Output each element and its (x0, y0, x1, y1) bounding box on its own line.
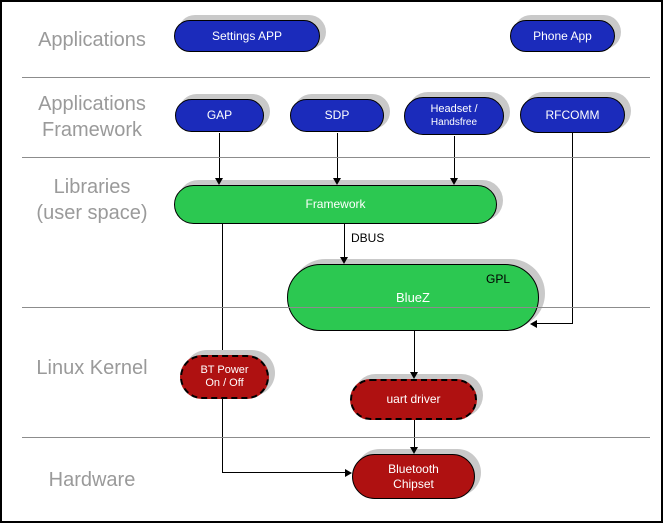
arrowhead-sdp-to-framework (333, 178, 341, 185)
arrowhead-bluez-to-uart (410, 372, 418, 379)
line-sdp-to-framework (337, 133, 338, 180)
node-phone-app-label: Phone App (533, 28, 592, 43)
node-bluetooth-chipset-label-line2: Chipset (393, 476, 434, 491)
arrowhead-headset-to-framework (450, 178, 458, 185)
node-settings-app-label: Settings APP (211, 28, 283, 43)
layer-label-applications-framework: Applications Framework (17, 91, 167, 143)
divider-framework-libraries (22, 157, 650, 158)
node-bt-power-label-line2: On / Off (205, 377, 244, 389)
layer-label-libraries-line2: (user space) (36, 202, 148, 224)
node-bluez: GPL BlueZ (287, 264, 539, 331)
node-gap: GAP (175, 99, 264, 132)
line-framework-to-chipset-horizontal (222, 472, 346, 473)
arrowhead-gap-to-framework (215, 178, 223, 185)
layer-label-app-framework-line1: Applications (38, 93, 146, 115)
line-rfcomm-to-bluez-vertical (572, 133, 573, 324)
node-headset-label-line1: Headset / (430, 103, 478, 116)
layer-label-hardware-text: Hardware (48, 469, 136, 491)
line-framework-to-chipset-vertical (222, 224, 223, 473)
layer-label-libraries-line1: Libraries (53, 176, 131, 198)
layer-label-app-framework-line2: Framework (41, 119, 142, 141)
divider-libraries-kernel (22, 307, 650, 308)
layer-label-libraries: Libraries (user space) (17, 174, 167, 226)
node-bt-power: BT Power On / Off (180, 355, 269, 399)
line-bluez-to-uart (414, 331, 415, 374)
arrowhead-uart-to-chipset (410, 447, 418, 454)
node-phone-app: Phone App (510, 20, 615, 52)
line-gap-to-framework (219, 133, 220, 180)
layer-label-hardware: Hardware (17, 467, 167, 493)
node-settings-app: Settings APP (174, 20, 320, 52)
node-headset-label-line2: Handsfree (430, 116, 478, 128)
node-sdp: SDP (290, 99, 384, 132)
node-gap-label: GAP (206, 108, 233, 123)
divider-applications-framework (22, 77, 650, 78)
dbus-label: DBUS (351, 231, 385, 245)
node-rfcomm: RFCOMM (520, 97, 625, 133)
layer-label-applications-text: Applications (38, 29, 146, 51)
node-framework-label: Framework (305, 197, 366, 212)
node-sdp-label: SDP (324, 108, 350, 123)
layer-label-linux-kernel: Linux Kernel (17, 355, 167, 381)
line-rfcomm-to-bluez-horizontal (536, 323, 573, 324)
arrowhead-into-bluez-right (530, 320, 537, 328)
line-uart-to-chipset (414, 420, 415, 449)
node-bluetooth-chipset: Bluetooth Chipset (352, 454, 475, 499)
line-framework-to-bluez-dbus (344, 224, 345, 257)
node-bluez-label: BlueZ (396, 289, 430, 305)
layer-label-applications: Applications (17, 27, 167, 53)
divider-kernel-hardware (22, 437, 650, 438)
node-headset-handsfree: Headset / Handsfree (404, 97, 504, 135)
line-headset-to-framework (454, 136, 455, 180)
node-rfcomm-label: RFCOMM (545, 107, 600, 122)
node-bt-power-label-line1: BT Power (200, 363, 249, 376)
arrowhead-framework-to-bluez (340, 257, 348, 264)
arrowhead-into-chipset-left (345, 469, 352, 477)
node-framework: Framework (174, 185, 497, 224)
node-uart-driver: uart driver (350, 379, 477, 420)
node-uart-driver-label: uart driver (386, 392, 441, 407)
node-bluetooth-chipset-label-line1: Bluetooth (388, 462, 439, 477)
layer-label-linux-kernel-text: Linux Kernel (36, 357, 148, 379)
node-bluez-gpl-badge: GPL (485, 272, 510, 286)
